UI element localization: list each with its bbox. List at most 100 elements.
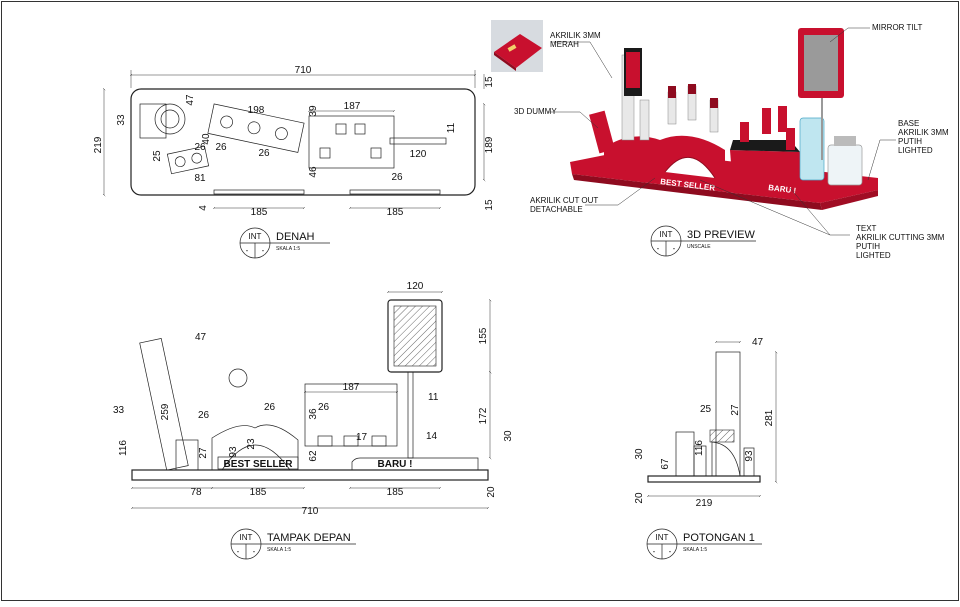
note-cutout-2: DETACHABLE xyxy=(530,205,583,214)
plan-dim-46: 46 xyxy=(308,166,319,178)
note-text-2: AKRILIK CUTTING 3MM xyxy=(856,233,945,242)
preview-title: 3D PREVIEW xyxy=(687,229,755,241)
preview-baru-text: BARU ! xyxy=(768,183,797,195)
section-dim-67: 67 xyxy=(660,458,671,470)
front-dim-185b: 185 xyxy=(387,487,404,498)
plan-dim-185a: 185 xyxy=(251,207,268,218)
note-akrilik-merah-1: AKRILIK 3MM xyxy=(550,31,601,40)
note-3d-dummy: 3D DUMMY xyxy=(514,107,557,116)
front-dim-185a: 185 xyxy=(250,487,267,498)
front-dim-187: 187 xyxy=(343,382,360,393)
plan-lipstick-tray xyxy=(207,103,305,153)
plan-title: DENAH xyxy=(276,231,315,243)
front-mirror-post xyxy=(407,371,414,459)
svg-text:-: - xyxy=(237,547,240,556)
front-tall-unit xyxy=(139,337,189,471)
section-title: POTONGAN 1 xyxy=(683,532,755,544)
front-dim-116: 116 xyxy=(118,440,129,456)
plan-dim-15-bottom: 15 xyxy=(484,199,495,211)
front-dim-26b: 26 xyxy=(264,402,276,413)
plan-dim-11: 11 xyxy=(446,122,457,133)
section-scale: SKALA 1:5 xyxy=(683,547,707,553)
front-dim-259: 259 xyxy=(160,403,171,420)
front-dim-33: 33 xyxy=(113,405,125,416)
plan-base-outline xyxy=(130,88,476,196)
preview-title-block: INT - - 3D PREVIEW UNSCALE xyxy=(650,225,756,257)
plan-view: 710 219 15 189 15 33 47 198 40 26 26 25 … xyxy=(93,65,495,259)
svg-text:-: - xyxy=(673,244,676,253)
front-dim-155: 155 xyxy=(478,327,489,344)
front-mirror xyxy=(387,299,443,373)
plan-dim-26a: 26 xyxy=(194,142,206,153)
svg-text:-: - xyxy=(253,547,256,556)
plan-dim-187: 187 xyxy=(344,101,361,112)
note-text-1: TEXT xyxy=(856,224,877,233)
front-dim-36: 36 xyxy=(308,408,319,420)
note-text-3: PUTIH xyxy=(856,242,880,251)
preview-view: BEST SELLER BARU ! xyxy=(491,20,949,260)
front-dim-14: 14 xyxy=(426,431,438,442)
section-dim-30: 30 xyxy=(634,448,645,460)
plan-dim-26d: 26 xyxy=(391,172,403,183)
note-text-4: LIGHTED xyxy=(856,251,891,260)
front-dim-23: 23 xyxy=(246,438,257,450)
plan-dim-4: 4 xyxy=(198,205,209,211)
plan-dim-33: 33 xyxy=(116,114,127,126)
section-dim-116: 116 xyxy=(694,440,705,456)
plan-code: INT xyxy=(249,232,262,241)
front-dim-710: 710 xyxy=(302,506,319,517)
svg-text:-: - xyxy=(653,547,656,556)
front-title-block: INT - - TAMPAK DEPAN SKALA 1:5 xyxy=(230,528,356,560)
plan-title-block: INT - - DENAH SKALA 1:5 xyxy=(239,227,330,259)
front-dim-172: 172 xyxy=(478,407,489,424)
preview-code: INT xyxy=(660,230,673,239)
front-dim-26c: 26 xyxy=(318,402,330,413)
front-dim-20: 20 xyxy=(486,486,497,498)
plan-right-tray xyxy=(308,115,395,169)
front-title: TAMPAK DEPAN xyxy=(267,532,351,544)
plan-dim-198: 198 xyxy=(248,105,265,116)
plan-small-unit xyxy=(166,145,210,175)
front-dim-120: 120 xyxy=(407,281,424,292)
preview-right-tray xyxy=(730,150,800,180)
note-base-2: AKRILIK 3MM xyxy=(898,128,949,137)
front-dim-11: 11 xyxy=(428,392,439,403)
plan-mirror-post xyxy=(389,137,447,145)
section-code: INT xyxy=(656,533,669,542)
section-dim-20: 20 xyxy=(634,492,645,504)
section-dim-27: 27 xyxy=(730,404,741,416)
plan-dim-219: 219 xyxy=(93,136,104,153)
section-dim-47: 47 xyxy=(752,337,764,348)
note-base-4: LIGHTED xyxy=(898,146,933,155)
plan-dim-710: 710 xyxy=(295,65,312,76)
front-view: BEST SELLER BARU ! 120 155 172 30 20 47 … xyxy=(113,281,514,560)
front-dim-78: 78 xyxy=(190,487,202,498)
section-title-block: INT - - POTONGAN 1 SKALA 1:5 xyxy=(646,528,762,560)
section-view: 47 25 27 281 116 93 30 67 20 219 INT - -… xyxy=(634,337,776,560)
front-baru: BARU ! xyxy=(378,459,413,470)
front-dim-93: 93 xyxy=(228,446,239,458)
plan-dim-26b: 26 xyxy=(258,148,270,159)
note-base-3: PUTIH xyxy=(898,137,922,146)
front-code: INT xyxy=(240,533,253,542)
svg-text:-: - xyxy=(657,244,660,253)
plan-dim-26c: 26 xyxy=(215,142,227,153)
section-dim-25: 25 xyxy=(700,404,712,415)
svg-text:-: - xyxy=(262,246,265,255)
front-dim-30: 30 xyxy=(503,430,514,442)
plan-dim-189: 189 xyxy=(484,136,495,153)
plan-tall-unit xyxy=(139,103,167,139)
note-mirror-tilt: MIRROR TILT xyxy=(872,23,922,32)
front-dim-17: 17 xyxy=(356,432,368,443)
note-akrilik-merah-2: MERAH xyxy=(550,40,579,49)
front-dim-47: 47 xyxy=(195,332,207,343)
plan-dim-40: 40 xyxy=(201,133,212,145)
section-dim-219: 219 xyxy=(696,498,713,509)
front-dim-27: 27 xyxy=(198,447,209,459)
plan-dim-81: 81 xyxy=(194,173,206,184)
section-dim-93: 93 xyxy=(744,450,755,462)
front-best-seller: BEST SELLER xyxy=(224,459,294,470)
front-base xyxy=(131,469,489,481)
section-base xyxy=(647,475,761,483)
